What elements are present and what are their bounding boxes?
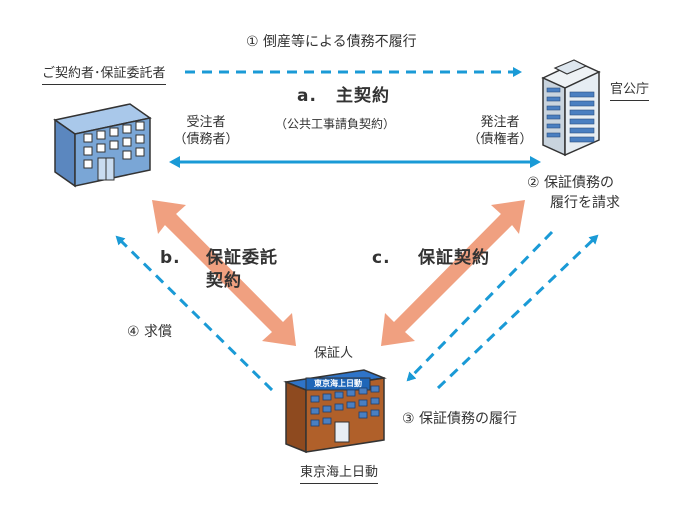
orderee-label: 受注者 bbox=[186, 115, 226, 130]
guarantee-contract-label: 保証契約 bbox=[418, 248, 490, 268]
debtor-label: （債務者） bbox=[173, 132, 239, 147]
guarantor-label: 保証人 bbox=[314, 346, 354, 361]
performance-arrow bbox=[436, 234, 599, 390]
main-contract-letter: a. bbox=[297, 86, 317, 106]
step1-label: ① 倒産等による債務不履行 bbox=[246, 34, 417, 50]
entrustment-contract-label-line1: 保証委託 bbox=[206, 248, 278, 268]
step2-label-line1: ② 保証債務の bbox=[527, 175, 615, 191]
entrustment-contract-label-line2: 契約 bbox=[206, 271, 242, 291]
company-building-sign: 東京海上日動 bbox=[314, 379, 362, 388]
agency-label: 官公庁 bbox=[610, 82, 650, 102]
recourse-arrow bbox=[115, 235, 274, 392]
claim-arrow bbox=[406, 230, 554, 382]
step3-label: ③ 保証債務の履行 bbox=[402, 411, 518, 427]
entrustment-contract-letter: b. bbox=[160, 248, 181, 268]
entrustment-contract-arrow bbox=[152, 200, 296, 346]
agency-building-icon bbox=[541, 59, 601, 157]
step2-label-line2: 履行を請求 bbox=[550, 195, 620, 211]
contractor-label: ご契約者･保証委託者 bbox=[42, 66, 166, 86]
company-building-icon bbox=[283, 369, 387, 454]
orderer-label: 発注者 bbox=[480, 115, 520, 130]
guarantee-contract-letter: c. bbox=[372, 248, 391, 268]
public-works-label: （公共工事請負契約） bbox=[275, 117, 396, 131]
step4-label: ④ 求償 bbox=[127, 324, 173, 340]
creditor-label: （債権者） bbox=[467, 132, 533, 147]
main-contract-label: 主契約 bbox=[336, 86, 390, 106]
contractor-building-icon bbox=[53, 103, 152, 188]
guarantee-contract-arrow bbox=[381, 200, 525, 346]
company-label: 東京海上日動 bbox=[300, 465, 379, 485]
